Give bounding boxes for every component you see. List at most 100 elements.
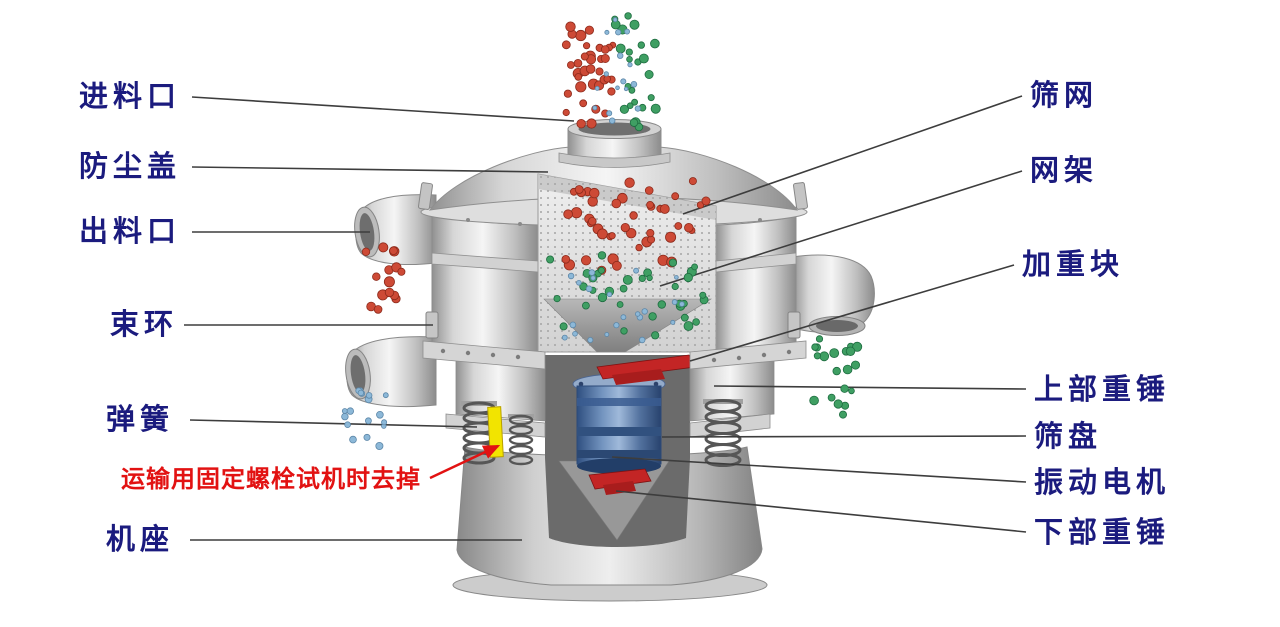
particle-outlet-upper-red <box>389 246 398 256</box>
particle-top-stream-red <box>580 52 589 61</box>
particle-mesh-red <box>646 200 654 209</box>
particle-mesh-blue <box>585 285 593 293</box>
particle-mesh-green <box>597 292 608 303</box>
interior-funnel <box>543 298 713 353</box>
particle-mesh-red <box>665 231 677 243</box>
particle-mesh-green <box>582 301 590 310</box>
label-feed-inlet: 进料口 <box>79 79 182 113</box>
particle-mesh-blue <box>670 319 676 325</box>
label-mesh-frame: 网架 <box>1030 153 1099 187</box>
particle-outlet-right-green <box>829 348 840 359</box>
particle-mesh-blue <box>674 275 679 280</box>
discharge-spout-upper <box>354 194 437 266</box>
particle-outlet-upper-red <box>397 267 406 276</box>
particle-outlet-right-green <box>827 393 836 402</box>
particle-top-stream-green <box>626 102 634 109</box>
particle-top-stream-blue <box>612 17 618 23</box>
particle-outlet-lower-blue <box>381 419 388 426</box>
particle-top-stream-blue <box>603 71 609 77</box>
clamp-ring-right <box>787 311 801 339</box>
particle-top-stream-blue <box>609 117 616 124</box>
particle-top-stream-green <box>631 98 638 106</box>
particle-mesh-red <box>684 222 694 233</box>
particle-top-stream-red <box>574 73 583 81</box>
spring-right <box>703 399 743 467</box>
particle-mesh-red <box>611 198 622 209</box>
particle-top-stream-green <box>639 53 649 64</box>
particle-top-stream-blue <box>634 105 641 112</box>
particle-mesh-red <box>701 196 711 206</box>
leader-line-upper-hammer <box>713 385 1027 390</box>
particle-top-stream-blue <box>594 86 600 91</box>
particle-mesh-red <box>659 204 670 214</box>
warning-arrow-line <box>429 444 501 480</box>
particle-top-stream-red-2 <box>595 67 604 76</box>
particle-outlet-lower-blue <box>376 410 384 419</box>
particle-mesh-red <box>587 217 597 226</box>
particle-mesh-blue <box>576 279 582 286</box>
particle-mesh-blue <box>604 332 610 337</box>
particle-top-stream-red <box>563 89 573 98</box>
particle-top-stream-red <box>567 61 575 69</box>
leader-line-spring <box>189 419 478 428</box>
particle-outlet-right-green <box>832 366 841 376</box>
particle-top-stream-red <box>562 108 570 117</box>
particle-mesh-red <box>644 186 654 195</box>
label-spring: 弹簧 <box>106 402 175 436</box>
particle-mesh-blue <box>633 267 639 274</box>
upper-body-right-shell <box>715 215 797 353</box>
particle-mesh-blue <box>590 275 596 281</box>
particle-mesh-green <box>671 282 679 291</box>
particle-mesh-green <box>680 313 689 322</box>
particle-top-stream-blue <box>615 29 622 36</box>
particle-mesh-green <box>553 294 561 303</box>
particle-outlet-lower-blue <box>363 433 371 441</box>
particle-top-stream-blue <box>624 28 630 35</box>
particle-mesh-red <box>671 192 680 201</box>
particle-top-stream-red-2 <box>607 87 616 96</box>
particle-top-stream-green <box>637 41 645 49</box>
particle-mesh-green <box>559 322 568 331</box>
particle-outlet-lower-blue <box>344 421 351 429</box>
particle-outlet-upper-red <box>378 242 389 253</box>
particle-top-stream-blue <box>627 62 633 68</box>
discharge-spout-right <box>791 254 875 336</box>
particle-top-stream-red <box>579 99 588 108</box>
particle-mesh-green <box>692 318 700 326</box>
particle-top-stream-red <box>582 42 591 50</box>
particle-mesh-red <box>620 223 630 233</box>
particle-mesh-blue <box>588 269 596 276</box>
particle-outlet-right-green <box>852 341 863 352</box>
label-dust-cover: 防尘盖 <box>79 149 182 183</box>
particle-outlet-right-green <box>851 360 861 370</box>
particle-mesh-red <box>561 254 571 264</box>
particle-outlet-upper-red <box>373 305 383 314</box>
leader-line-feed-inlet <box>191 96 575 122</box>
particle-mesh-blue <box>620 314 627 321</box>
particle-outlet-upper-red <box>361 247 371 256</box>
particle-top-stream-red <box>586 64 596 74</box>
dome-lug-right <box>792 182 808 210</box>
particle-mesh-red <box>624 177 635 188</box>
particle-mesh-blue <box>613 322 620 329</box>
particle-mesh-red <box>635 243 643 252</box>
particle-top-stream-red <box>565 21 576 32</box>
particle-outlet-lower-blue <box>382 392 389 399</box>
particle-top-stream-red <box>575 81 587 93</box>
particle-top-stream-green <box>650 103 661 114</box>
label-clamp-ring: 束环 <box>110 307 179 341</box>
leader-line-sieve-tray <box>661 435 1027 438</box>
particle-mesh-green <box>683 321 694 331</box>
particle-top-stream-green <box>625 48 633 56</box>
spring-left-outer <box>461 401 497 465</box>
particle-mesh-red <box>629 211 638 220</box>
particle-top-stream-red-2 <box>603 75 611 83</box>
leader-line-dust-cover <box>191 166 549 173</box>
particle-outlet-right-green <box>839 410 848 419</box>
discharge-spout-lower <box>345 336 437 407</box>
particle-mesh-blue <box>635 311 641 317</box>
particle-top-stream-green <box>629 118 639 127</box>
particle-mesh-green <box>619 284 628 293</box>
